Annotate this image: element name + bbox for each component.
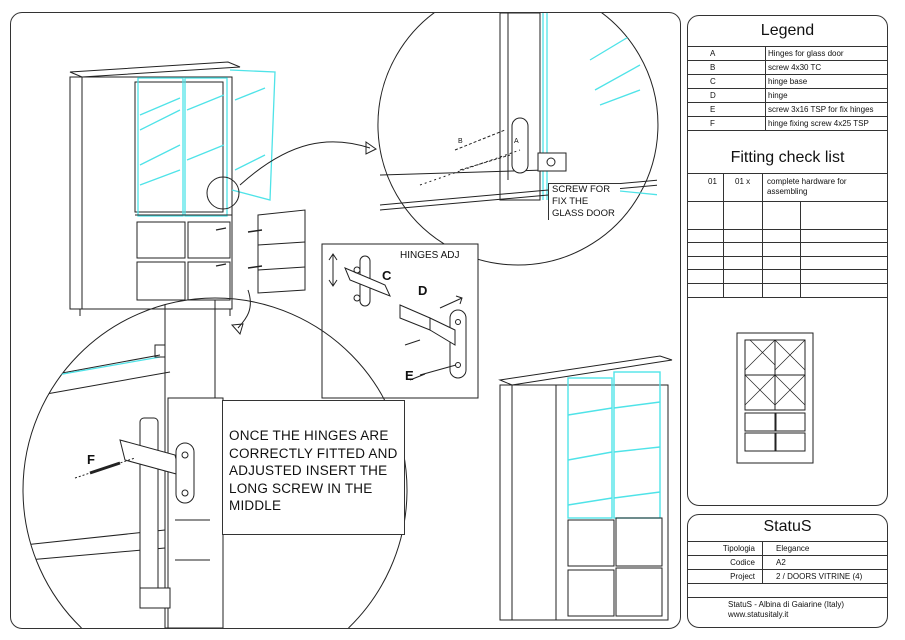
company-name: StatuS - Albina di Gaiarine (Italy) <box>728 600 845 609</box>
titleblock-value: A2 <box>776 558 786 567</box>
hinge-adjust-illustration <box>328 253 467 381</box>
checklist-row-qty: 01 x <box>735 177 751 186</box>
legend-code: B <box>710 63 716 72</box>
legend-title: Legend <box>760 22 815 39</box>
detail-circle-glass-hinge <box>377 13 659 266</box>
cabinet-thumbnail <box>736 332 814 464</box>
checklist-row-num: 01 <box>708 177 717 186</box>
label-c: C <box>382 268 392 283</box>
brand-title: StatuS <box>763 518 812 535</box>
titleblock-label: Tipologia <box>722 544 755 553</box>
company-website: www.statusitaly.it <box>728 610 789 619</box>
instruction-text: ONCE THE HINGES ARE CORRECTLY FITTED AND… <box>229 428 398 513</box>
titleblock-label: Project <box>730 572 755 581</box>
screw-note: SCREW FOR FIX THE GLASS DOOR <box>548 183 620 220</box>
checklist-row-desc: complete hardware for assembling <box>767 177 847 196</box>
legend-code: E <box>710 105 716 114</box>
label-a: A <box>514 138 519 145</box>
legend-desc: screw 4x30 TC <box>768 63 822 72</box>
legend-desc: screw 3x16 TSP for fix hinges <box>768 105 874 114</box>
legend-panel <box>687 15 888 506</box>
screw-note-text: SCREW FOR FIX THE GLASS DOOR <box>552 184 615 219</box>
drawing-frame <box>10 12 681 629</box>
legend-code: C <box>710 77 716 86</box>
label-b: B <box>458 138 463 145</box>
label-e: E <box>405 368 414 383</box>
title-block <box>687 514 888 628</box>
legend-desc: hinge base <box>768 77 808 86</box>
cabinet-overview <box>69 61 377 336</box>
legend-desc: hinge <box>768 91 788 100</box>
legend-desc: Hinges for glass door <box>768 49 844 58</box>
legend-desc: hinge fixing screw 4x25 TSP <box>768 119 869 128</box>
hinges-adj-title: HINGES ADJ <box>400 250 460 261</box>
titleblock-value: Elegance <box>776 544 810 553</box>
titleblock-value: 2 / DOORS VITRINE (4) <box>776 572 863 581</box>
label-f: F <box>87 452 95 467</box>
cabinet-assembled <box>498 355 673 621</box>
checklist-title: Fitting check list <box>730 149 845 166</box>
instruction-box: ONCE THE HINGES ARE CORRECTLY FITTED AND… <box>222 400 405 535</box>
legend-code: D <box>710 91 716 100</box>
detail-circle-hinge-fixing <box>22 297 408 628</box>
titleblock-label: Codice <box>730 558 755 567</box>
label-d: D <box>418 283 428 298</box>
legend-code: A <box>710 49 716 58</box>
legend-code: F <box>710 119 715 128</box>
